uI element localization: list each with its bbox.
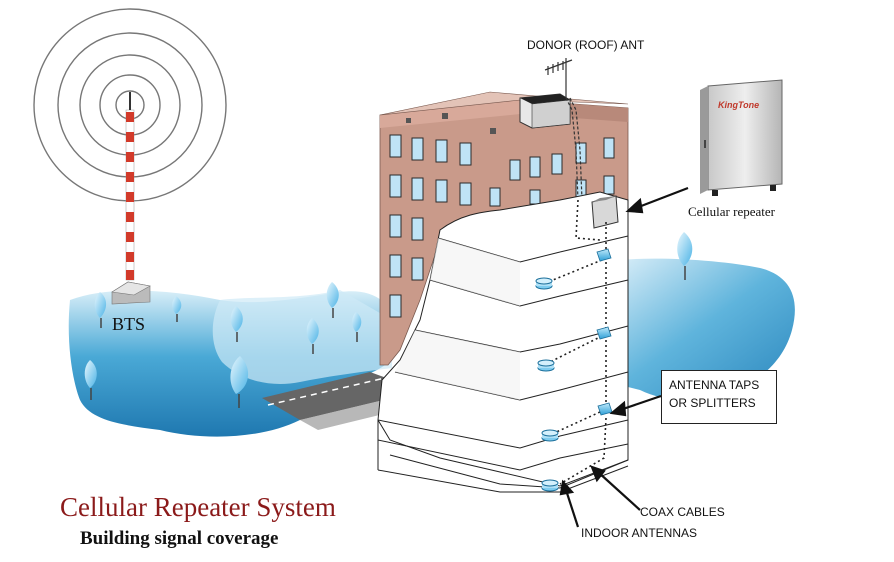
callout-arrows xyxy=(559,186,689,528)
coax-cables-label: COAX CABLES xyxy=(640,505,725,519)
indoor-antenna xyxy=(541,429,559,442)
indoor-antenna xyxy=(535,277,553,290)
tree xyxy=(84,360,97,400)
building-cutaway xyxy=(377,191,629,493)
repeater-brand-logo: KingTone xyxy=(718,100,760,110)
donor-antenna-label: DONOR (ROOF) ANT xyxy=(527,38,645,52)
diagram-title: Cellular Repeater System xyxy=(60,492,336,522)
tree xyxy=(677,232,693,280)
tree xyxy=(326,282,339,318)
indoor-antennas xyxy=(535,277,559,492)
antenna-taps-callout-box xyxy=(661,370,777,424)
bts-tower xyxy=(125,92,135,281)
indoor-repeater-unit xyxy=(591,195,619,229)
rooftop-equipment-box xyxy=(519,93,571,129)
indoor-antennas-label: INDOOR ANTENNAS xyxy=(581,526,698,540)
indoor-antenna xyxy=(537,359,555,372)
tree xyxy=(352,312,362,342)
cellular-repeater-label: Cellular repeater xyxy=(688,204,775,219)
terrain-right xyxy=(600,258,795,401)
cellular-repeater-device xyxy=(700,79,783,196)
tree xyxy=(306,318,319,354)
tree xyxy=(230,306,243,342)
tree xyxy=(172,296,182,322)
tree xyxy=(94,292,107,328)
donor-antenna xyxy=(544,58,583,201)
antenna-taps-label-line2: OR SPLITTERS xyxy=(669,396,756,410)
antenna-taps xyxy=(596,248,613,416)
bts-label: BTS xyxy=(112,314,146,334)
trees xyxy=(84,232,693,408)
indoor-antenna xyxy=(541,479,559,492)
bts-shelter xyxy=(111,281,151,305)
diagram-subtitle: Building signal coverage xyxy=(80,528,279,549)
tree xyxy=(230,356,249,408)
building xyxy=(379,91,629,366)
road xyxy=(262,372,392,430)
antenna-taps-label-line1: ANTENNA TAPS xyxy=(669,378,760,392)
coax-cables xyxy=(547,199,607,485)
